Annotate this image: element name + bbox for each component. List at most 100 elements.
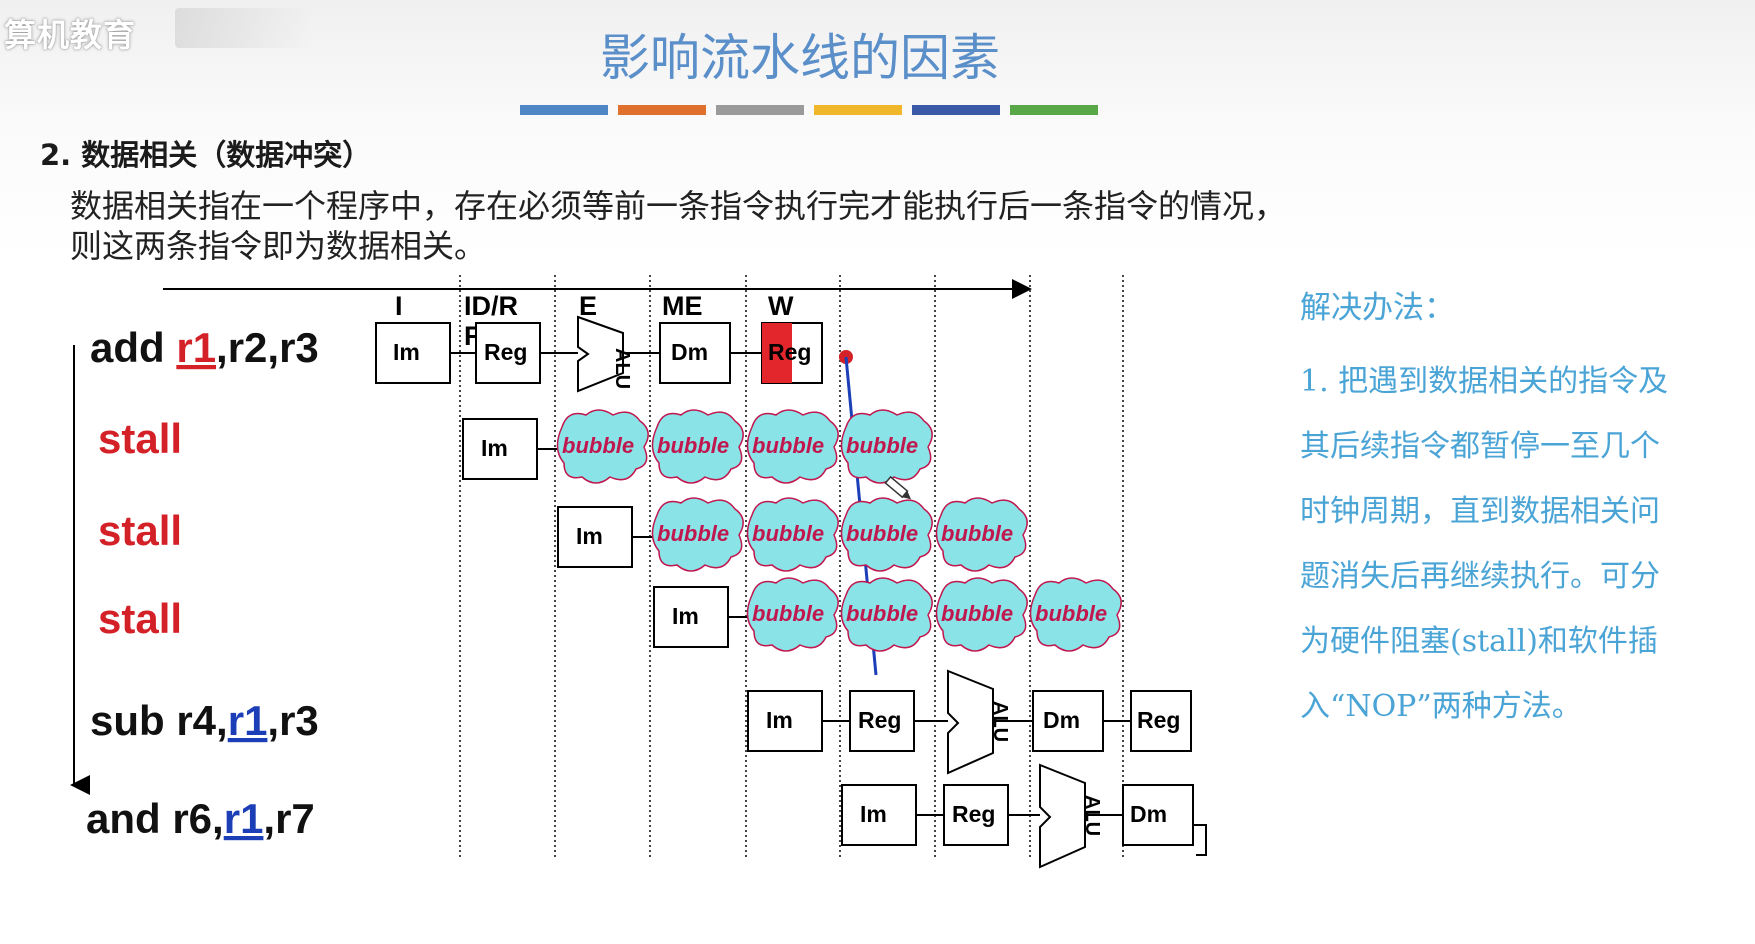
instr-and-op: and r6, <box>86 795 224 842</box>
im-box <box>557 506 633 568</box>
instr-add-op: add <box>90 324 176 371</box>
im-label: Im <box>576 523 603 549</box>
solution-body: 1. 把遇到数据相关的指令及 其后续指令都暂停一至几个 时钟周期，直到数据相关问… <box>1300 349 1740 739</box>
pipeline-row-stall-2: Im <box>557 506 653 568</box>
stage-label-idrf: ID/R <box>464 291 518 321</box>
page-title: 影响流水线的因素 <box>600 29 1000 87</box>
dm-box <box>1032 690 1104 752</box>
instr-sub-reg: r1 <box>228 697 268 744</box>
bubble-label: bubble <box>941 521 1013 546</box>
watermark: 算机教育 <box>4 16 137 54</box>
pencil-cursor-icon <box>884 475 911 500</box>
watermark-shade <box>175 8 315 48</box>
solution-line: 入“NOP”两种方法。 <box>1300 689 1582 724</box>
im-label: Im <box>860 801 887 827</box>
bubble-label: bubble <box>846 521 918 546</box>
alu-shape <box>577 315 624 393</box>
solution-panel: 解决办法： 1. 把遇到数据相关的指令及 其后续指令都暂停一至几个 时钟周期，直… <box>1300 282 1740 739</box>
alu-shape <box>1039 763 1086 869</box>
instr-and: and r6,r1,r7 <box>86 795 315 842</box>
reg-writeback-box <box>1130 690 1192 752</box>
description-line-1: 数据相关指在一个程序中，存在必须等前一条指令执行完才能执行后一条指令的情况， <box>70 187 1287 225</box>
description: 数据相关指在一个程序中，存在必须等前一条指令执行完才能执行后一条指令的情况， 则… <box>70 186 1530 266</box>
stage-label-wb: W <box>768 291 794 321</box>
pipeline-diagram: I F ID/R F E X ME M W B add r1,r2,r3 sta… <box>70 275 1207 869</box>
section-heading: 2. 数据相关（数据冲突） <box>40 138 372 172</box>
pipeline-row-add: Im Reg ALU Dm Reg <box>375 315 853 393</box>
solution-line: 时钟周期，直到数据相关问 <box>1300 494 1660 529</box>
instr-stall-1: stall <box>98 415 182 462</box>
bubble-label: bubble <box>1035 601 1107 626</box>
dm-label: Dm <box>1043 707 1080 733</box>
solution-title: 解决办法： <box>1300 290 1455 326</box>
stage-label-ex: E <box>579 291 597 321</box>
bubble-label: bubble <box>846 433 918 458</box>
bubble-label: bubble <box>562 433 634 458</box>
bubble: bubble <box>840 497 933 572</box>
im-box <box>375 322 451 384</box>
reg-label: Reg <box>858 707 901 733</box>
instr-and-rest: ,r7 <box>263 795 314 842</box>
instr-sub: sub r4,r1,r3 <box>90 697 319 744</box>
im-label: Im <box>766 707 793 733</box>
im-label: Im <box>393 339 420 365</box>
reg-writeback-label: Reg <box>1137 707 1180 733</box>
reg-writeback-half <box>762 323 792 383</box>
color-bar-segment <box>520 105 608 115</box>
dm-label: Dm <box>1130 801 1167 827</box>
bubble: bubble <box>651 409 744 484</box>
bubble: bubble <box>556 409 649 484</box>
bubble: bubble <box>935 497 1028 572</box>
instr-sub-op: sub r4, <box>90 697 228 744</box>
bubble-label: bubble <box>941 601 1013 626</box>
bubble-label: bubble <box>657 433 729 458</box>
bubble: bubble <box>1029 577 1122 652</box>
bubble: bubble <box>935 577 1028 652</box>
alu-shape <box>947 669 994 775</box>
reg-label: Reg <box>952 801 995 827</box>
title-color-bar <box>520 105 1098 115</box>
solution-line: 1. 把遇到数据相关的指令及 <box>1300 364 1669 399</box>
pipeline-row-stall-3: Im <box>653 586 748 648</box>
stage-label-mem: ME <box>662 291 703 321</box>
dm-box <box>659 322 731 384</box>
im-box <box>747 690 823 752</box>
bubble-label: bubble <box>752 601 824 626</box>
bubble: bubble <box>746 497 839 572</box>
description-line-2: 则这两条指令即为数据相关。 <box>70 227 487 265</box>
instr-add: add r1,r2,r3 <box>90 324 319 371</box>
bubble-label: bubble <box>657 521 729 546</box>
instr-and-reg: r1 <box>224 795 264 842</box>
solution-line: 为硬件阻塞(stall)和软件插 <box>1300 624 1658 659</box>
bubble: bubble <box>746 409 839 484</box>
im-label: Im <box>672 603 699 629</box>
pipeline-row-sub: Im Reg ALU Dm Reg <box>747 669 1192 775</box>
instr-sub-rest: ,r3 <box>267 697 318 744</box>
bubble: bubble <box>840 409 933 484</box>
reg-writeback-label: Reg <box>768 339 811 365</box>
color-bar-segment <box>814 105 902 115</box>
instr-add-rest: ,r2,r3 <box>216 324 319 371</box>
dm-box <box>1122 784 1194 846</box>
bubble: bubble <box>651 497 744 572</box>
instr-add-reg: r1 <box>176 324 216 371</box>
color-bar-segment <box>618 105 706 115</box>
im-label: Im <box>481 435 508 461</box>
instr-stall-2: stall <box>98 507 182 554</box>
pipeline-row-stall-1: Im <box>462 418 558 480</box>
bubble-label: bubble <box>846 601 918 626</box>
alu-label: ALU <box>611 348 633 389</box>
instr-stall-3: stall <box>98 595 182 642</box>
color-bar-segment <box>716 105 804 115</box>
reg-label: Reg <box>484 339 527 365</box>
solution-line: 其后续指令都暂停一至几个 <box>1300 429 1660 464</box>
bubble-label: bubble <box>752 433 824 458</box>
bubble: bubble <box>840 577 933 652</box>
stage-label-if: I <box>395 291 403 321</box>
bubble: bubble <box>746 577 839 652</box>
dm-label: Dm <box>671 339 708 365</box>
pipeline-figure: I F ID/R F E X ME M W B add r1,r2,r3 sta… <box>68 275 1218 905</box>
pipeline-row-and: Im Reg ALU Dm <box>841 763 1207 869</box>
color-bar-segment <box>1010 105 1098 115</box>
color-bar-segment <box>912 105 1000 115</box>
